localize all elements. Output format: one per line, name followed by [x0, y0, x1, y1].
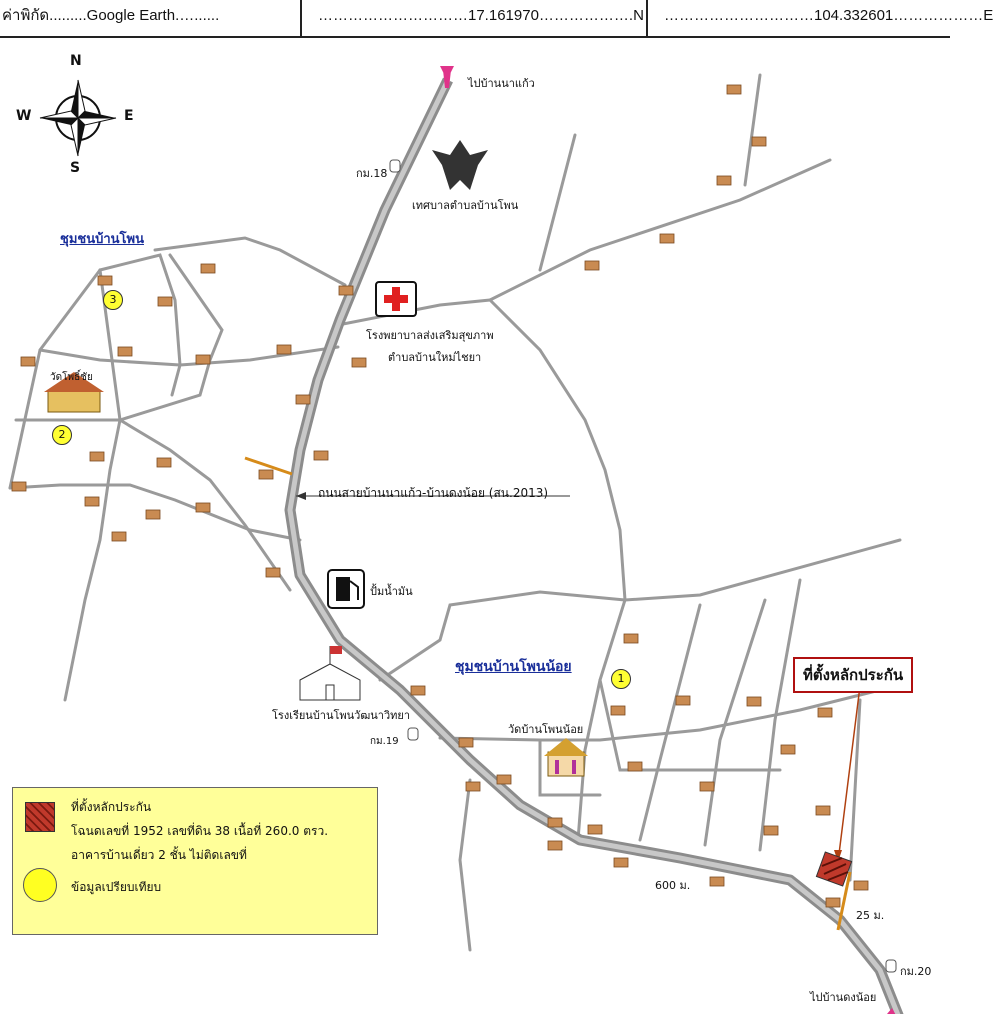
garuda-emblem-icon: [432, 140, 488, 190]
compass-w: W: [16, 108, 32, 124]
marker-3: 3: [103, 290, 123, 310]
distance-25-label: 25 ม.: [856, 909, 885, 922]
compass-s: S: [70, 160, 81, 176]
legend-collateral: ที่ตั้งหลักประกัน: [71, 800, 152, 814]
road-marker-line: [244, 456, 293, 476]
distance-600-label: 600 ม.: [655, 879, 691, 892]
house-icons: [11, 84, 869, 908]
map-legend: ที่ตั้งหลักประกัน โฉนดเลขที่ 1952 เลขที่…: [12, 787, 378, 935]
temple-phonnoi-icon: [544, 738, 588, 777]
community-phon-label: ชุมชนบ้านโพน: [60, 232, 144, 247]
marker-1: 1: [611, 669, 631, 689]
collateral-callout: ที่ตั้งหลักประกัน: [793, 657, 914, 693]
marker-2: 2: [52, 425, 72, 445]
hospital-icon: [375, 281, 417, 317]
wat-phonnoi-label: วัดบ้านโพนน้อย: [508, 723, 584, 736]
arrow-south-icon: [887, 1008, 896, 1014]
community-phonnoi-label: ชุมชนบ้านโพนน้อย: [455, 659, 572, 675]
header-divider: [646, 0, 648, 36]
milestone-icons: [389, 159, 897, 973]
coordinate-header: ค่าพิกัด.........Google Earth.…...... ………: [0, 0, 993, 38]
distance-25m-line: [836, 871, 852, 931]
map-canvas: [8, 66, 904, 1014]
minor-roads: [8, 73, 902, 952]
main-road-center: [287, 78, 901, 1014]
longitude: …………………………104.332601………………E: [664, 7, 993, 24]
comparison-swatch: [23, 868, 57, 902]
gas-pump-icon: [327, 569, 365, 609]
hospital-label-2: ตำบลบ้านใหม่ไชยา: [388, 351, 482, 364]
callout-arrowhead: [834, 850, 842, 862]
gas-station-label: ปั้มน้ำมัน: [370, 585, 413, 598]
compass-n: N: [70, 53, 82, 69]
coord-source: ค่าพิกัด.........Google Earth.…......: [2, 7, 220, 24]
legend-deed: โฉนดเลขที่ 1952 เลขที่ดิน 38 เนื้อที่ 26…: [71, 824, 329, 838]
km18-label: กม.18: [356, 167, 388, 180]
school-label: โรงเรียนบ้านโพนวัฒนาวิทยา: [272, 709, 411, 722]
collateral-site-icon: [815, 851, 853, 887]
legend-building: อาคารบ้านเดี่ยว 2 ชั้น ไม่ติดเลขที่: [71, 848, 247, 862]
latitude: …………………………17.161970……………….N: [318, 7, 644, 24]
road-name-label: ถนนสายบ้านนาแก้ว-บ้านดงน้อย (สน.2013): [318, 486, 549, 500]
compass-rose-icon: [39, 79, 117, 157]
pointer-arrowhead: [296, 492, 306, 500]
compass-e: E: [124, 108, 134, 124]
hospital-label-1: โรงพยาบาลส่งเสริมสุขภาพ: [366, 329, 494, 342]
school-icon: [299, 646, 361, 701]
collateral-swatch: [25, 802, 55, 832]
legend-comparison: ข้อมูลเปรียบเทียบ: [71, 880, 162, 894]
header-divider: [300, 0, 302, 36]
temple-icon: [44, 372, 104, 413]
to-nakaew-label: ไปบ้านนาแก้ว: [468, 77, 535, 90]
to-dongnoi-label: ไปบ้านดงน้อย: [810, 991, 877, 1004]
municipality-label: เทศบาลตำบลบ้านโพน: [412, 199, 519, 212]
km19-label: กม.19: [370, 736, 399, 747]
callout-pointer: [837, 685, 861, 863]
wat-phochai-label: วัดโพธิ์ชัย: [50, 372, 93, 383]
arrow-north-icon: [440, 66, 454, 88]
km20-label: กม.20: [900, 965, 932, 978]
